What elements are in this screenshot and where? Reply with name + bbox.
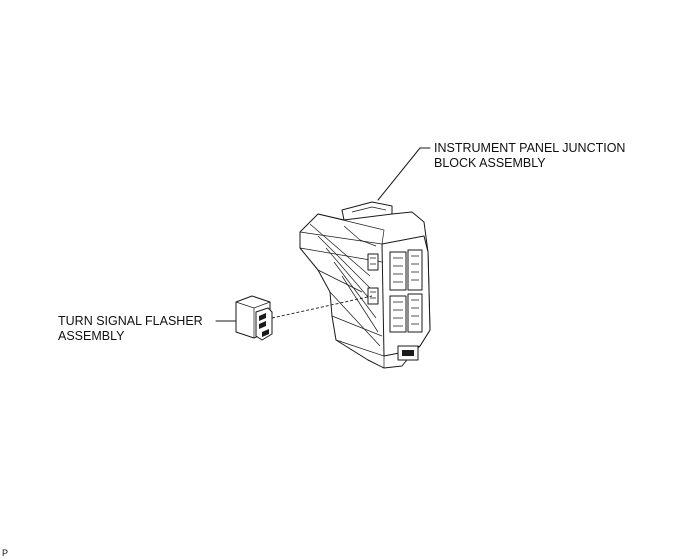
junction-leader-line	[377, 147, 431, 201]
junction-block-assembly	[299, 201, 431, 369]
installation-guide-line	[271, 295, 373, 319]
corner-code: P	[2, 548, 9, 558]
flasher-label-line2: ASSEMBLY	[58, 329, 125, 343]
junction-label-line2: BLOCK ASSEMBLY	[434, 156, 546, 170]
flasher-label-line1: TURN SIGNAL FLASHER	[58, 314, 203, 328]
junction-label-line1: INSTRUMENT PANEL JUNCTION	[434, 141, 625, 155]
turn-signal-flasher-assembly	[235, 295, 273, 341]
